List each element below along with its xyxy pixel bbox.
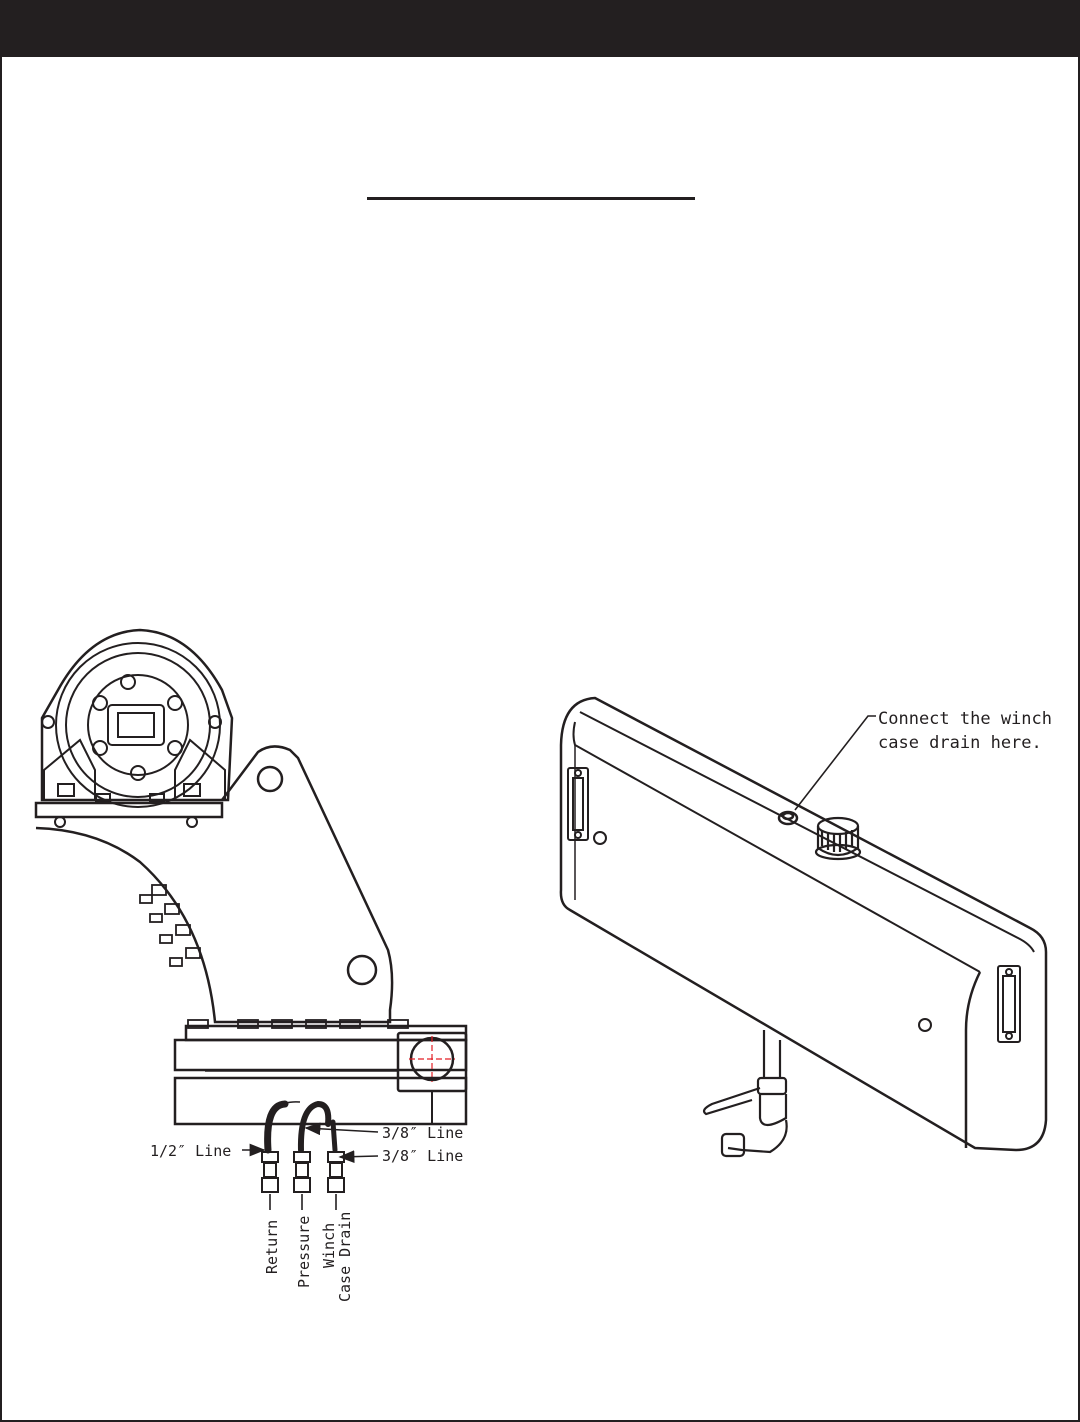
winch-assembly-drawing [34,628,468,1210]
boom-plate [35,745,394,1024]
mount-block-upper [173,1038,468,1072]
heading-underline [367,197,695,200]
callout-leader [794,715,876,811]
hose-fittings [261,1151,345,1193]
case-drain-port [777,810,799,826]
hydraulic-hoses [264,1100,338,1154]
label-pressure: Pressure [295,1216,313,1288]
reservoir-tank-drawing [559,696,1048,1158]
tank-body [559,696,1048,1152]
label-winch: Winch [320,1223,338,1268]
label-3-8-line-lower: 3/8″ Line [382,1147,463,1165]
sight-gauge-right [997,965,1021,1043]
label-return: Return [263,1220,281,1274]
mount-block-lower [173,1076,468,1126]
curve-fittings [139,884,201,967]
filler-cap [814,816,862,861]
winch-motor [40,628,234,808]
sight-gauge-left [567,767,589,841]
callout-line-1: Connect the winch [878,709,1052,729]
mount-side-box [396,1031,468,1093]
label-3-8-line-upper: 3/8″ Line [382,1124,463,1142]
label-case-drain: Case Drain [336,1212,354,1302]
drain-valve [702,1030,788,1158]
header-banner [0,0,1080,57]
callout-line-2: case drain here. [878,733,1042,753]
label-half-inch-line: 1/2″ Line [150,1142,231,1160]
winch-base-plate [34,801,224,819]
